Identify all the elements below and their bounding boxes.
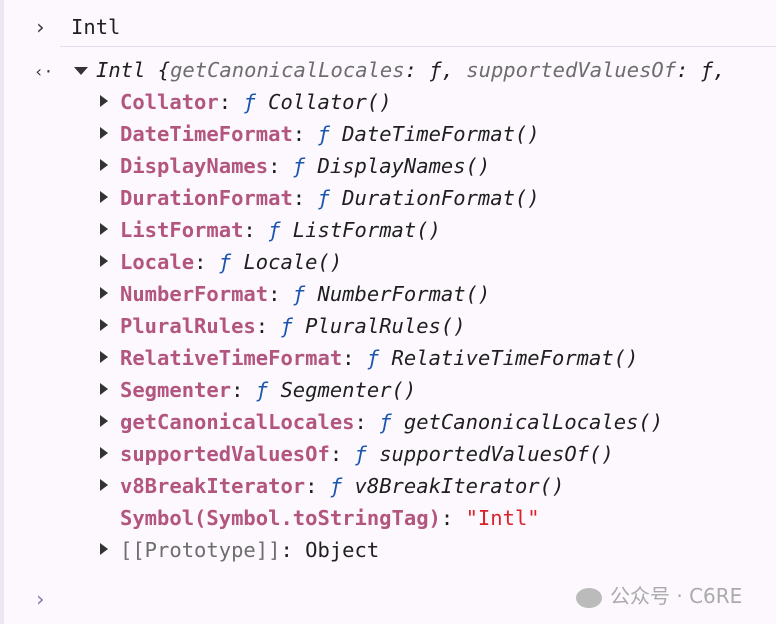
property-key: ListFormat — [120, 218, 244, 242]
collapsed-triangle-icon[interactable] — [100, 255, 108, 267]
collapsed-triangle-icon[interactable] — [100, 383, 108, 395]
property-row[interactable]: getCanonicalLocales: ƒ getCanonicalLocal… — [120, 410, 664, 434]
watermark: 公众号 · C6RE — [576, 580, 742, 609]
collapsed-triangle-icon[interactable] — [100, 287, 108, 299]
property-key: DateTimeFormat — [120, 122, 293, 146]
separator — [60, 46, 776, 47]
property-value: DurationFormat() — [342, 186, 540, 210]
property-value: PluralRules() — [305, 314, 466, 338]
property-key: Locale — [120, 250, 195, 274]
property-key: PluralRules — [120, 314, 256, 338]
function-icon: ƒ — [329, 474, 343, 498]
function-icon: ƒ — [379, 410, 392, 434]
collapsed-triangle-icon[interactable] — [100, 191, 108, 203]
collapsed-triangle-icon[interactable] — [100, 127, 108, 139]
property-row[interactable]: supportedValuesOf: ƒ supportedValuesOf() — [120, 442, 614, 466]
property-key: DurationFormat — [120, 186, 293, 210]
property-key: NumberFormat — [120, 282, 269, 306]
collapsed-triangle-icon[interactable] — [100, 447, 108, 459]
expand-triangle-icon[interactable] — [74, 67, 88, 75]
function-icon: ƒ — [218, 250, 232, 274]
console-prompt-icon[interactable]: › — [34, 587, 47, 611]
property-value: RelativeTimeFormat() — [391, 346, 639, 370]
collapsed-triangle-icon[interactable] — [100, 415, 108, 427]
property-row[interactable]: Collator: ƒ Collator() — [120, 90, 392, 114]
property-key: RelativeTimeFormat — [120, 346, 343, 370]
property-row[interactable]: Locale: ƒ Locale() — [120, 250, 343, 274]
property-value: supportedValuesOf() — [379, 442, 614, 466]
property-value: ListFormat() — [292, 218, 441, 242]
property-value: Locale() — [243, 250, 343, 274]
collapsed-triangle-icon[interactable] — [100, 95, 108, 107]
collapsed-triangle-icon[interactable] — [100, 479, 108, 491]
input-text: Intl — [71, 15, 121, 39]
property-value: v8BreakIterator() — [354, 474, 565, 498]
property-value: NumberFormat() — [317, 282, 491, 306]
wechat-icon — [576, 587, 602, 608]
chevron-right-icon: › — [34, 15, 47, 39]
return-arrow-icon: ‹· — [34, 62, 54, 81]
function-icon: ƒ — [243, 90, 256, 114]
collapsed-triangle-icon[interactable] — [100, 159, 108, 171]
property-key: Segmenter — [120, 378, 232, 402]
function-icon: ƒ — [268, 218, 281, 242]
function-icon: ƒ — [354, 442, 367, 466]
property-row[interactable]: DisplayNames: ƒ DisplayNames() — [120, 154, 491, 178]
function-icon: ƒ — [292, 282, 306, 306]
collapsed-triangle-icon[interactable] — [100, 351, 108, 363]
symbol-property: Symbol(Symbol.toStringTag): "Intl" — [120, 506, 540, 530]
prototype-property[interactable]: [[Prototype]]: Object — [120, 538, 380, 562]
property-row[interactable]: NumberFormat: ƒ NumberFormat() — [120, 282, 491, 306]
collapsed-triangle-icon[interactable] — [100, 223, 108, 235]
property-key: DisplayNames — [120, 154, 269, 178]
left-border — [0, 0, 4, 624]
property-key: v8BreakIterator — [120, 474, 306, 498]
property-row[interactable]: ListFormat: ƒ ListFormat() — [120, 218, 441, 242]
summary-text[interactable]: Intl {getCanonicalLocales: ƒ, supportedV… — [96, 58, 726, 82]
property-row[interactable]: RelativeTimeFormat: ƒ RelativeTimeFormat… — [120, 346, 639, 370]
property-key: supportedValuesOf — [120, 442, 330, 466]
property-value: DateTimeFormat() — [342, 122, 540, 146]
property-value: Segmenter() — [280, 378, 417, 402]
property-key: getCanonicalLocales — [120, 410, 355, 434]
property-row[interactable]: DurationFormat: ƒ DurationFormat() — [120, 186, 540, 210]
property-value: getCanonicalLocales() — [403, 410, 664, 434]
property-row[interactable]: PluralRules: ƒ PluralRules() — [120, 314, 466, 338]
function-icon: ƒ — [280, 314, 293, 338]
collapsed-triangle-icon[interactable] — [100, 319, 108, 331]
input-line: › Intl — [34, 11, 120, 43]
property-row[interactable]: DateTimeFormat: ƒ DateTimeFormat() — [120, 122, 540, 146]
function-icon: ƒ — [317, 186, 330, 210]
property-row[interactable]: Segmenter: ƒ Segmenter() — [120, 378, 417, 402]
function-icon: ƒ — [366, 346, 380, 370]
function-icon: ƒ — [317, 122, 330, 146]
function-icon: ƒ — [292, 154, 306, 178]
function-icon: ƒ — [255, 378, 269, 402]
property-row[interactable]: v8BreakIterator: ƒ v8BreakIterator() — [120, 474, 565, 498]
property-value: DisplayNames() — [317, 154, 491, 178]
result-summary[interactable]: ‹· — [34, 54, 53, 86]
property-key: Collator — [120, 90, 219, 114]
collapsed-triangle-icon[interactable] — [100, 543, 108, 555]
property-value: Collator() — [268, 90, 392, 114]
